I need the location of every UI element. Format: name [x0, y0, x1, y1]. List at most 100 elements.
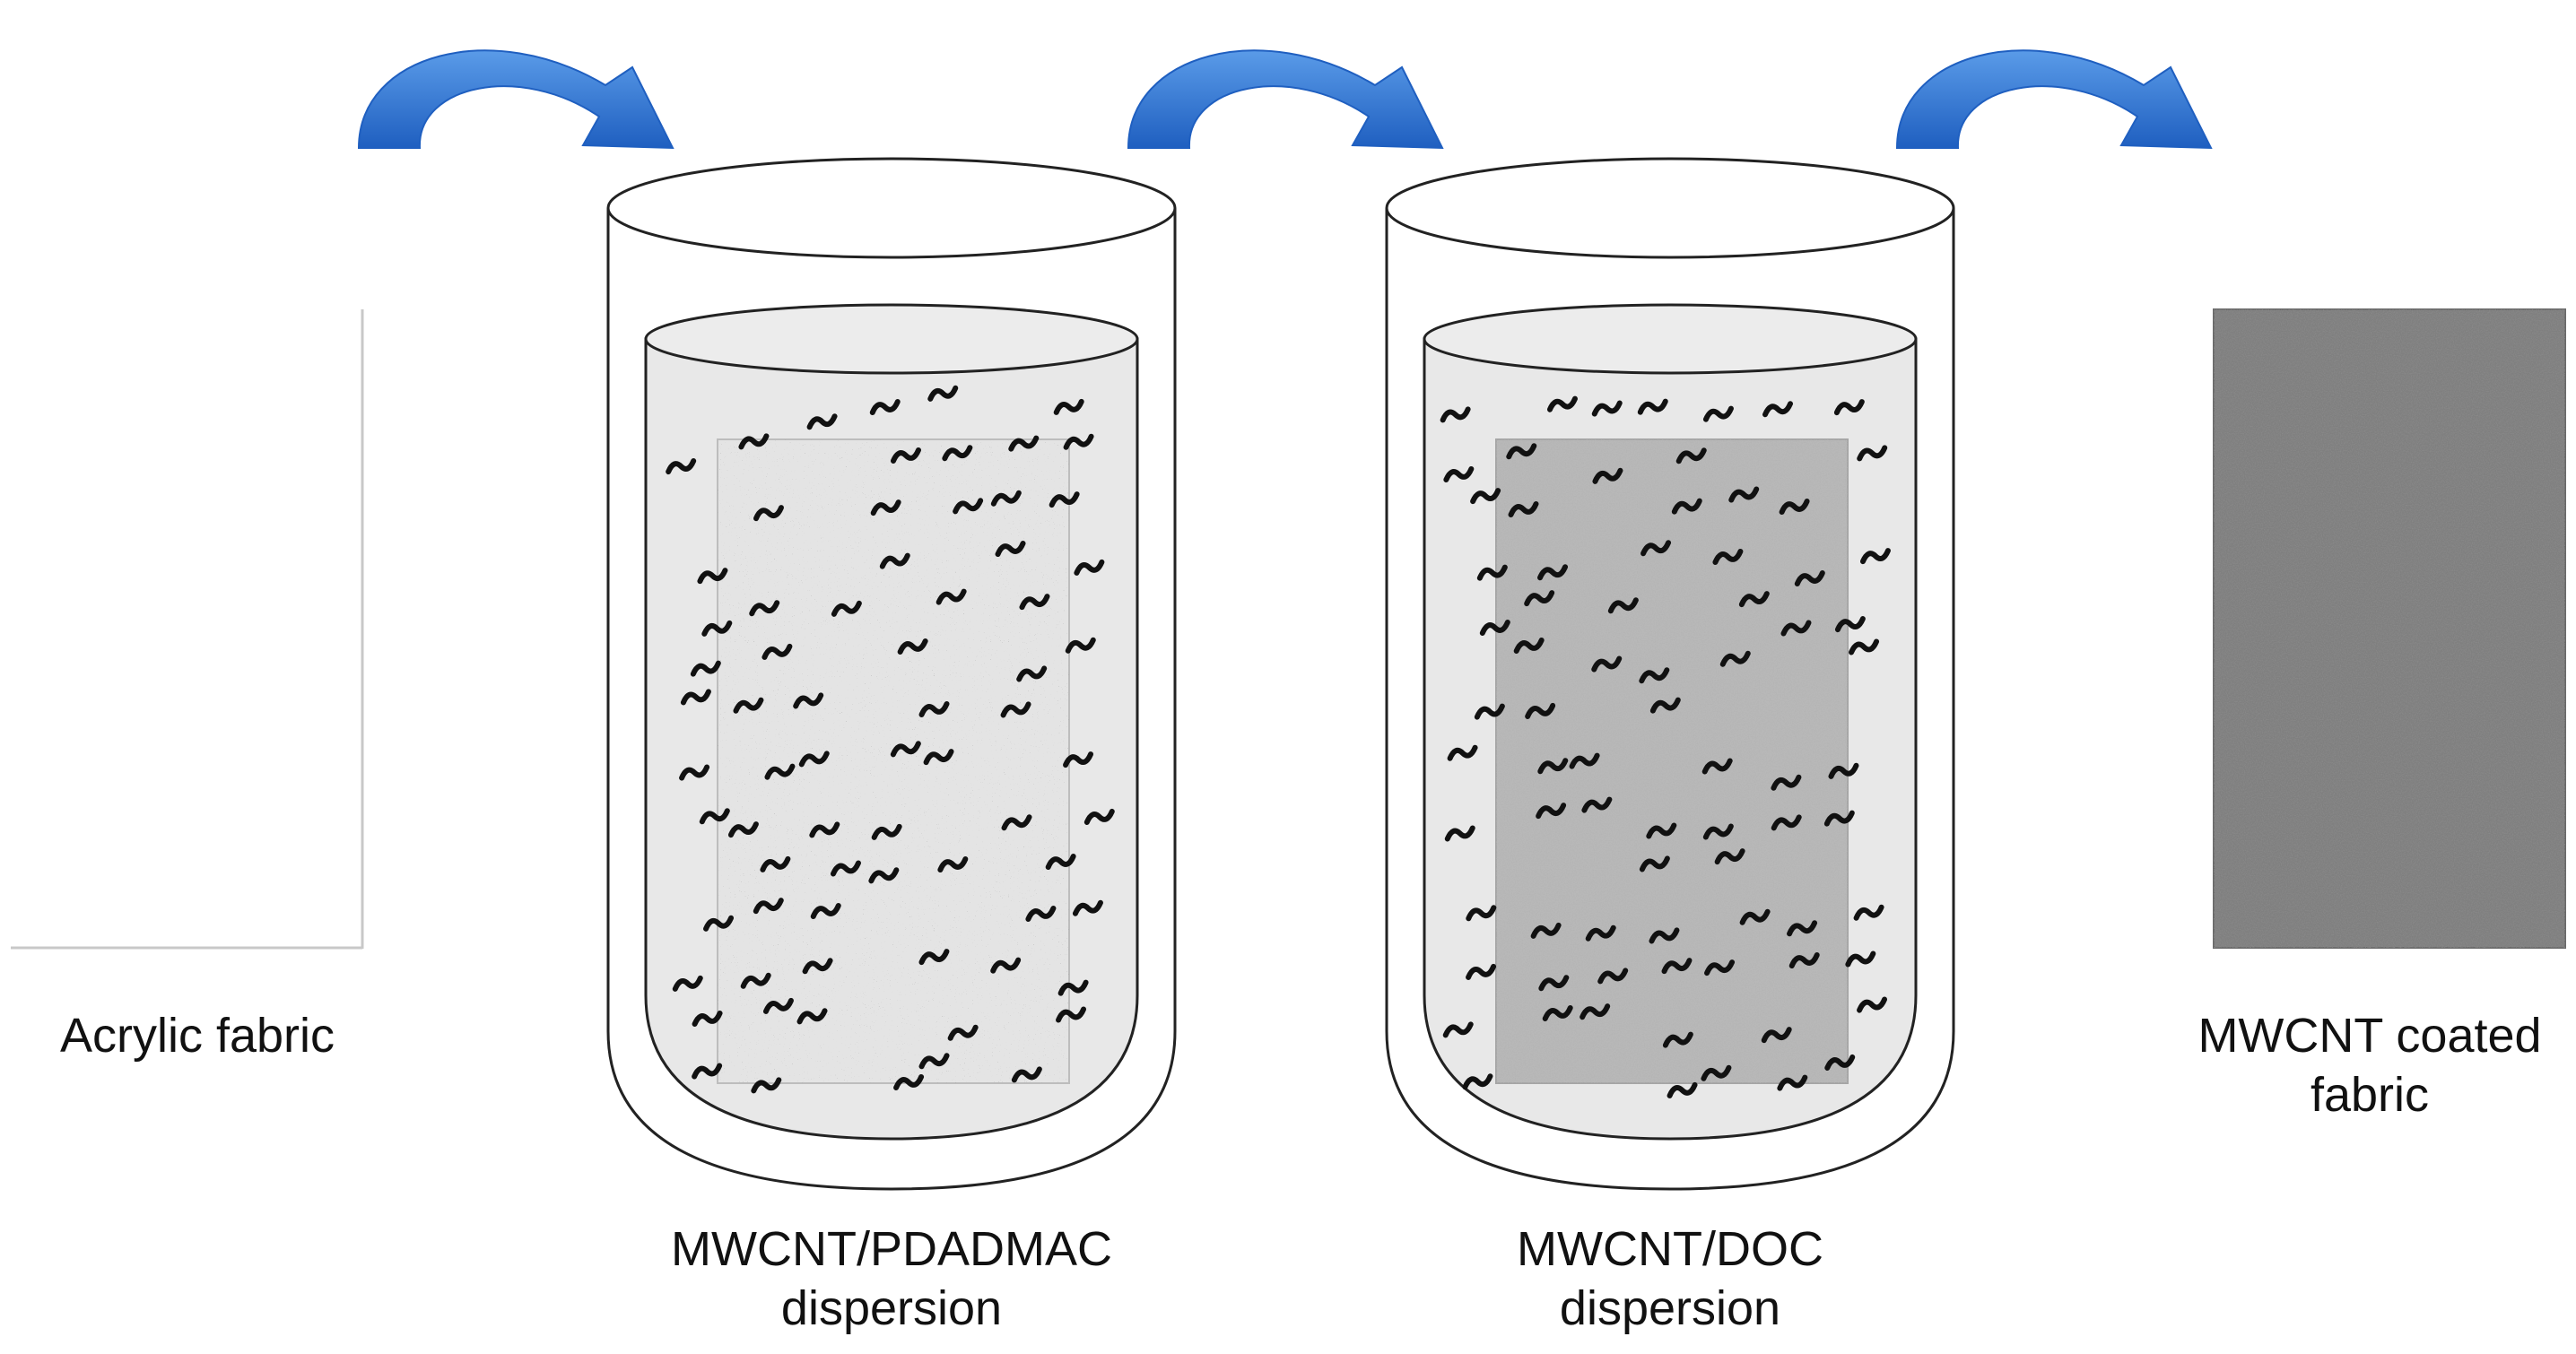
coated-fabric-swatch: [2213, 308, 2566, 949]
nanotube-icon: [1001, 814, 1032, 831]
nanotube-icon: [1771, 814, 1802, 831]
nanotube-icon: [1719, 650, 1751, 667]
nanotube-icon: [1661, 958, 1693, 975]
nanotube-icon: [1640, 540, 1672, 557]
curved-arrow-icon: [1127, 49, 1444, 150]
nanotube-icon: [1762, 401, 1794, 418]
nanotube-group: [666, 385, 1115, 1094]
nanotube-icon: [890, 741, 921, 758]
nanotube-icon: [1476, 564, 1508, 581]
nanotube-icon: [995, 541, 1026, 558]
nanotube-icon: [918, 1053, 950, 1070]
nanotube-icon: [1072, 899, 1103, 916]
nanotube-icon: [1853, 904, 1884, 921]
nanotube-icon: [796, 1008, 828, 1025]
nanotube-icon: [1607, 597, 1639, 614]
nanotube-icon: [1056, 1006, 1087, 1023]
nanotube-icon: [810, 903, 841, 920]
nanotube-icon: [893, 1073, 925, 1090]
nanotube-icon: [798, 751, 830, 768]
nanotube-icon: [1824, 1054, 1856, 1071]
nanotube-icon: [1537, 564, 1569, 581]
nanotube-icon: [1702, 823, 1734, 840]
nanotube-icon: [879, 552, 910, 569]
nanotube-icon: [1536, 803, 1567, 820]
nanotube-icon: [1738, 591, 1770, 608]
nanotube-icon: [1712, 548, 1744, 565]
nanotube-icon: [1662, 1031, 1693, 1048]
nanotube-icon: [1442, 1021, 1474, 1038]
nanotube-icon: [1857, 445, 1888, 462]
nanotube-icon: [1053, 398, 1084, 415]
nanotube-icon: [1011, 1066, 1042, 1083]
nanotube-icon: [871, 823, 902, 840]
nanotube-icon: [1761, 1027, 1792, 1044]
nanotube-icon: [1646, 822, 1677, 839]
nanotube-icon: [1466, 963, 1497, 980]
nanotube-icon: [831, 600, 862, 617]
acrylic-fabric-swatch: [11, 309, 364, 950]
nanotube-icon: [1530, 922, 1562, 939]
nanotube-icon: [953, 498, 984, 515]
nanotube-icon: [1083, 808, 1115, 825]
nanotube-icon: [1074, 559, 1105, 576]
nanotube-icon: [1591, 400, 1623, 417]
nanotube-icon: [870, 499, 901, 516]
nanotube-icon: [760, 855, 791, 872]
nanotube-icon: [740, 972, 771, 989]
curved-arrow-icon: [1895, 49, 2213, 150]
nanotube-icon: [1580, 1003, 1611, 1020]
nanotube-icon: [809, 821, 840, 838]
nanotube-icon: [1016, 665, 1048, 682]
label-mwcnt-coated-fabric: MWCNT coated fabric: [2197, 1009, 2542, 1122]
nanotube-icon: [680, 689, 711, 706]
nanotube-icon: [897, 638, 928, 655]
nanotube-icon: [1008, 435, 1040, 452]
nanotube-icon: [918, 700, 950, 717]
fabric-in-dispersion: [1495, 438, 1849, 1084]
label-mwcnt-pdadmac-dispersion: MWCNT/PDADMAC dispersion: [671, 1222, 1112, 1335]
nanotube-icon: [1569, 752, 1600, 769]
nanotube-icon: [1675, 447, 1707, 464]
nanotube-icon: [1667, 1081, 1698, 1098]
nanotube-icon: [1857, 996, 1888, 1013]
nanotube-icon: [1525, 702, 1556, 719]
nanotube-icon: [1828, 762, 1859, 779]
nanotube-icon: [1592, 467, 1623, 484]
beaker-icon: [606, 157, 1177, 1191]
nanotube-icon: [1479, 620, 1510, 637]
nanotube-icon: [1049, 491, 1080, 508]
nanotube-icon: [1701, 1064, 1732, 1081]
nanotube-icon: [703, 915, 735, 932]
nanotube-icon: [1845, 950, 1876, 968]
nanotube-icon: [1714, 848, 1745, 865]
nanotube-icon: [1794, 570, 1825, 587]
nanotube-group: [1440, 395, 1891, 1098]
nanotube-icon: [1063, 433, 1094, 450]
nanotube-icon: [1704, 959, 1736, 976]
nanotube-icon: [1739, 908, 1771, 925]
nanotube-icon: [679, 764, 710, 781]
nanotube-icon: [1508, 500, 1539, 517]
nanotube-icon: [1637, 398, 1668, 415]
nanotube-icon: [1777, 1074, 1808, 1091]
nanotube-icon: [697, 568, 728, 585]
nanotube-icon: [1639, 667, 1670, 684]
nanotube-icon: [923, 749, 954, 766]
nanotube-icon: [701, 620, 733, 637]
nanotube-icon: [1787, 920, 1818, 937]
nanotube-icon: [1585, 924, 1616, 942]
nanotube-icon: [764, 763, 796, 780]
nanotube-icon: [1462, 1073, 1493, 1090]
label-mwcnt-doc-dispersion: MWCNT/DOC dispersion: [1517, 1222, 1823, 1335]
nanotube-icon: [751, 1077, 782, 1094]
nanotube-icon: [1649, 927, 1680, 944]
nanotube-icon: [990, 490, 1022, 507]
nanotube-icon: [692, 1010, 723, 1027]
nanotube-icon: [753, 898, 784, 915]
nanotube-icon: [1513, 637, 1545, 654]
nanotube-icon: [1474, 703, 1505, 720]
nanotube-icon: [1542, 1004, 1573, 1021]
nanotube-icon: [942, 445, 973, 462]
nanotube-icon: [1470, 488, 1501, 505]
